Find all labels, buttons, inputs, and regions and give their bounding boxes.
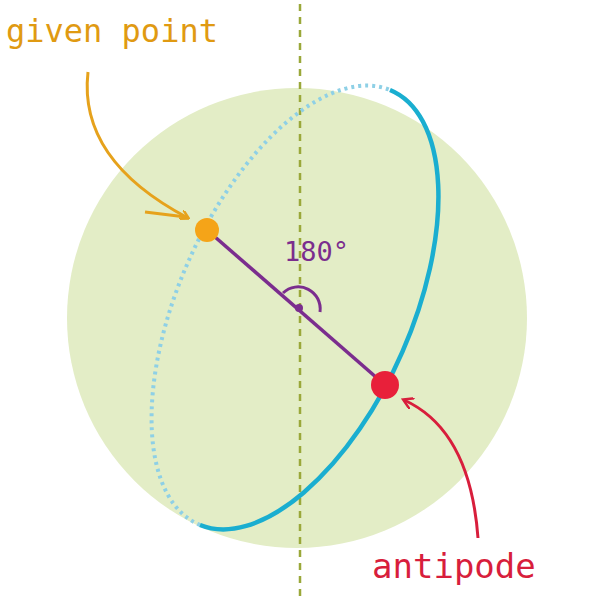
leader-arrow — [404, 400, 478, 538]
center-dot — [295, 304, 303, 312]
leader-arrow-tail — [145, 212, 186, 217]
point-label: antipode — [372, 548, 536, 585]
antipode-dot — [371, 371, 399, 399]
axis-line — [299, 4, 302, 602]
given-point-dot — [195, 218, 219, 242]
diameter-line — [207, 230, 385, 385]
sphere — [67, 88, 527, 548]
angle-label: 180° — [284, 237, 349, 267]
leader-arrow — [87, 72, 188, 218]
point-label: given point — [6, 14, 218, 49]
angle-arc — [283, 287, 320, 312]
great-circle-front — [200, 90, 438, 529]
great-circle-back — [152, 86, 390, 525]
